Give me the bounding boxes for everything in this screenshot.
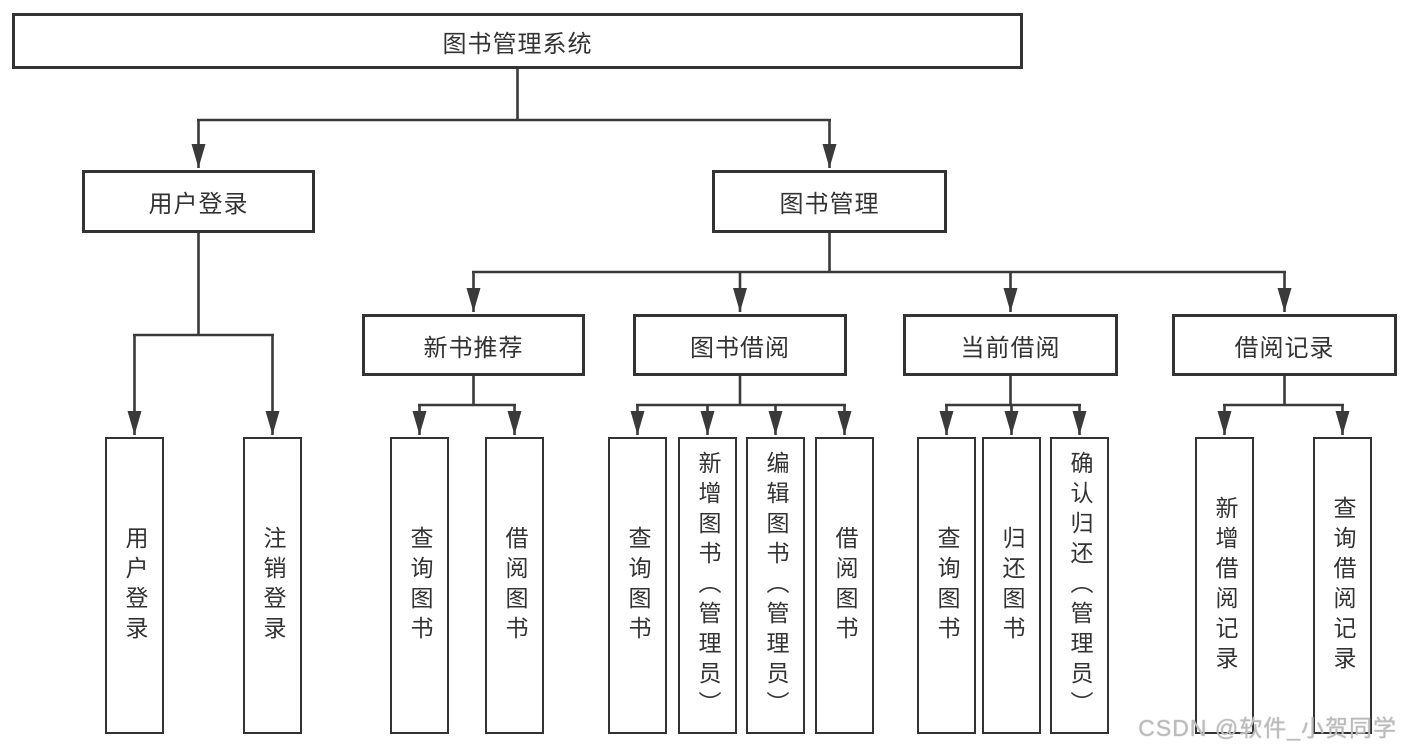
node-borrowing-records: 借阅记录: [1172, 314, 1397, 376]
leaf-borrow-books-recommend: 借阅图书: [485, 437, 544, 734]
csdn-watermark: CSDN @软件_小贺同学: [1138, 715, 1397, 741]
leaf-confirm-return-admin: 确认归还（管理员）: [1050, 437, 1109, 734]
leaf-add-books-admin: 新增图书（管理员）: [678, 437, 737, 734]
leaf-logout: 注销登录: [243, 437, 302, 734]
node-current-borrowing: 当前借阅: [903, 314, 1118, 376]
leaf-query-books-recommend: 查询图书: [390, 437, 449, 734]
node-book-borrowing: 图书借阅: [633, 314, 847, 376]
leaf-add-borrow-record: 新增借阅记录: [1195, 437, 1254, 734]
node-user-login: 用户登录: [82, 170, 315, 233]
node-library-management-system: 图书管理系统: [12, 13, 1023, 69]
leaf-edit-books-admin: 编辑图书（管理员）: [746, 437, 805, 734]
leaf-borrow-books: 借阅图书: [815, 437, 874, 734]
leaf-return-books: 归还图书: [982, 437, 1041, 734]
node-new-book-recommend: 新书推荐: [362, 314, 585, 376]
leaf-query-books-borrowing: 查询图书: [608, 437, 667, 734]
leaf-user-login: 用户登录: [105, 437, 164, 734]
leaf-query-books-current: 查询图书: [917, 437, 976, 734]
node-book-management: 图书管理: [712, 170, 947, 233]
leaf-query-borrow-record: 查询借阅记录: [1313, 437, 1372, 734]
